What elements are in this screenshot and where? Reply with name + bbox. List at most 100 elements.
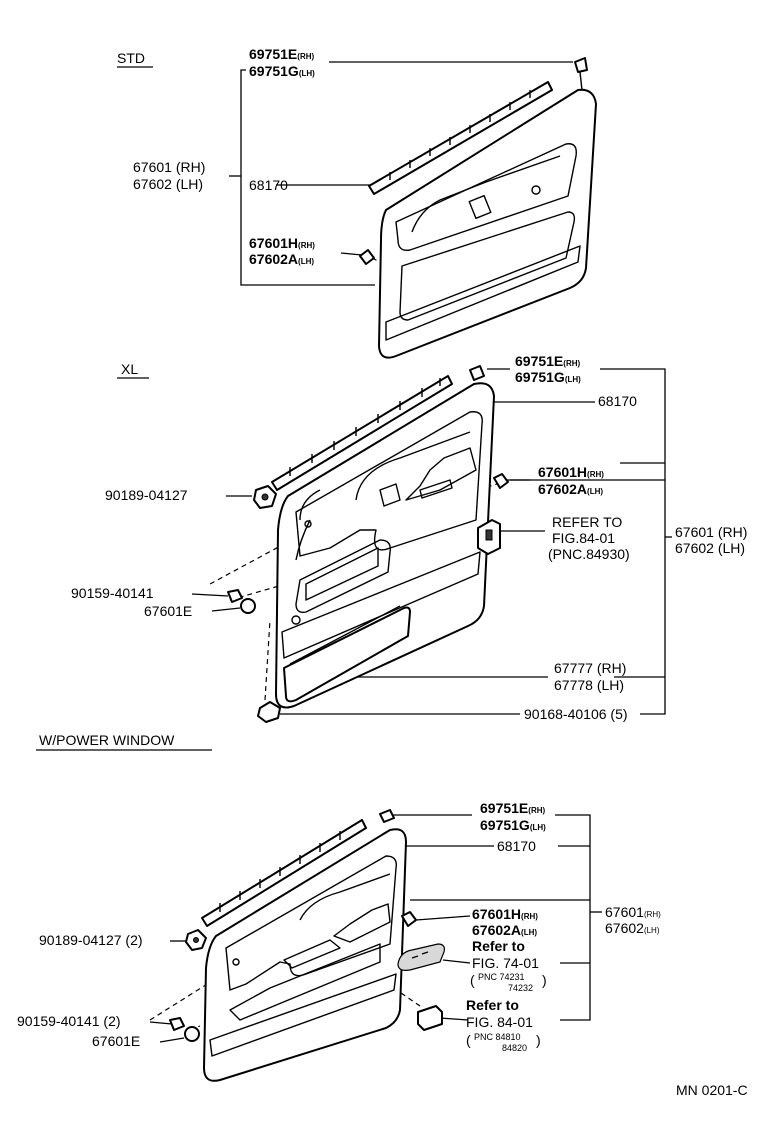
power-refer84-paren-open: ( [466,1032,471,1048]
xl-pocket-lh-label: 67778 (LH) [554,677,624,693]
xl-pocket-rh-label: 67777 (RH) [554,660,626,676]
power-button-part [401,911,417,927]
std-panel-kick-strip [385,245,581,341]
std-heading: STD [117,50,145,66]
power-refer74-pnc: PNC 74231 [478,972,525,982]
xl-panel-lh-label: 67602 (LH) [675,540,745,556]
xl-heading: XL [121,361,138,377]
xl-weatherstrip-label: 68170 [598,393,637,409]
power-panel-curve [299,873,391,921]
std-panel-upper-trim [395,143,577,251]
power-refer84-paren-close: ) [536,1032,541,1048]
std-button-lh-label: 67602A(LH) [249,251,314,267]
xl-clipa-center [261,493,269,501]
power-refer74-line2: FIG. 74-01 [472,955,539,971]
xl-pocket-part [283,606,411,703]
std-clip-rh-label: 69751E(RH) [249,46,315,62]
xl-screw-part [227,589,243,603]
power-cap-part [184,1026,200,1042]
xl-panel-kick-strip [281,551,481,659]
xl-armrest-outer [295,539,391,614]
std-panel-rh-label: 67601 (RH) [133,159,205,175]
xl-clipb-label: 90168-40106 (5) [524,706,628,722]
power-refer74-line1: Refer to [472,938,525,954]
power-armrest [283,939,341,969]
power-heading: W/POWER WINDOW [39,732,175,748]
power-clip-rh-label: 69751E(RH) [480,800,546,816]
xl-panel-hole-2 [304,520,312,528]
xl-clipa-label: 90189-04127 [105,487,188,503]
power-panel-hole [232,958,240,966]
xl-button-part [493,473,509,489]
xl-panel-hole [291,615,301,625]
xl-armrest-inner [305,547,379,601]
xl-refer-line2: FIG.84-01 [552,530,615,546]
std-handle-recess [468,194,492,220]
xl-clipb-part [257,701,281,723]
power-clipa-label: 90189-04127 (2) [39,932,143,948]
xl-panel-handle [379,483,401,507]
power-cap-label: 67601E [92,1033,140,1049]
power-window-section: W/POWER WINDOW 69751E(RH) 69751G(LH) 681… [17,732,661,1082]
power-refer84-line1: Refer to [466,997,519,1013]
xl-panel-switch-slot [419,479,453,499]
xl-screw-label: 90159-40141 [71,585,154,601]
xl-clip-rh-label: 69751E(RH) [515,353,581,369]
power-refer84-line2: FIG. 84-01 [466,1014,533,1030]
power-screw-label: 90159-40141 (2) [17,1013,121,1029]
xl-cap-leader [211,607,241,612]
std-panel-armrest-curve [411,155,561,233]
xl-weatherstrip-teeth [289,378,441,476]
xl-door-panel [275,382,495,709]
power-door-panel [203,828,407,1082]
power-refer74-leader [442,959,471,964]
power-bracket [555,814,591,1021]
power-refer74-paren-open: ( [470,972,475,988]
xl-cap-part [240,598,256,614]
power-lower-trim [229,943,381,1021]
xl-button-rh-label: 67601H(RH) [538,464,604,480]
power-button-lh-label: 67602A(LH) [472,922,537,938]
std-button-leader [340,252,363,256]
power-refer74-pnc2: 74232 [508,983,533,993]
power-panel-rh-label: 67601(RH) [605,904,661,920]
power-refer84-leader [439,1017,469,1021]
xl-pocket-lip [289,605,401,665]
power-weatherstrip-teeth [219,831,341,912]
std-clip-lh-label: 69751G(LH) [249,63,315,79]
std-button-part [359,249,375,265]
power-kick-strip [209,973,397,1057]
power-clip-part [379,809,395,823]
power-clipa-center [193,937,199,943]
power-refer74-paren-close: ) [542,972,547,988]
power-panel-recess [333,903,391,943]
power-weatherstrip-label: 68170 [497,838,536,854]
power-button-rh-label: 67601H(RH) [472,906,538,922]
std-weatherstrip-part [368,81,553,195]
std-weatherstrip-teeth [389,90,531,180]
power-refer84-pnc: PNC 84810 [474,1032,521,1042]
xl-refer-line1: REFER TO [552,514,622,530]
xl-screw-leader [191,593,229,597]
xl-cap-label: 67601E [144,603,192,619]
std-weatherstrip-label: 68170 [249,177,288,193]
figure-code: MN 0201-C [676,1082,748,1098]
xl-refer-part-detail [485,529,493,541]
power-switch-detail [411,951,429,959]
power-refer84-part [417,1005,443,1031]
xl-clip-lh-label: 69751G(LH) [515,369,581,385]
std-panel-lower-pocket [399,211,576,321]
xl-bracket [600,368,666,715]
power-button-leader [415,915,471,921]
xl-clip-part [469,365,485,381]
xl-refer-line3: (PNC.84930) [548,546,630,562]
xl-panel-edge [295,519,311,561]
power-screw-leader [149,1021,173,1025]
xl-weatherstrip-part [271,375,453,491]
power-clip-lh-label: 69751G(LH) [480,817,546,833]
xl-section: XL 69751E(RH) 69751G(LH) 68170 67601H(RH… [71,353,747,723]
std-panel-hole [531,185,541,195]
xl-panel-rh-label: 67601 (RH) [675,524,747,540]
std-clip-part [574,57,588,73]
xl-panel-curves [299,431,471,521]
